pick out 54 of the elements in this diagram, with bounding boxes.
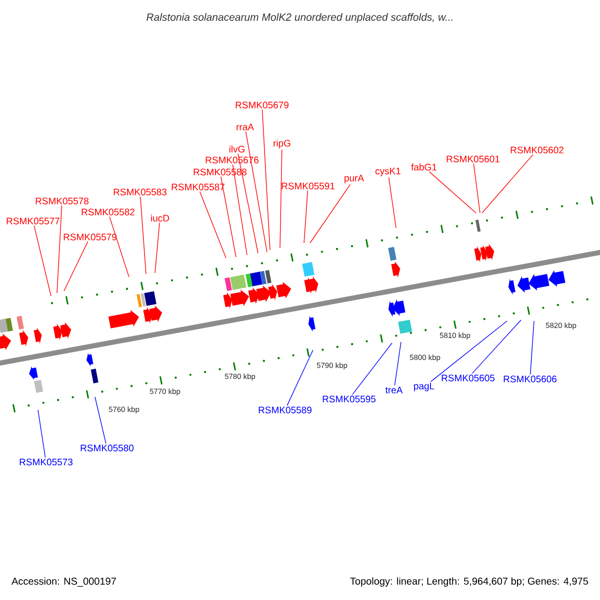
leader-line bbox=[238, 153, 258, 254]
leader-line bbox=[394, 342, 402, 386]
leader-line bbox=[64, 241, 88, 292]
leader-line bbox=[428, 171, 476, 214]
leader-line bbox=[245, 131, 268, 252]
leader-line bbox=[310, 184, 351, 244]
gene-label: RSMK05578 bbox=[36, 198, 89, 204]
leader-line bbox=[472, 320, 522, 374]
gene-label: cysK1 bbox=[375, 168, 400, 176]
leader-line bbox=[38, 410, 46, 458]
leader-line bbox=[109, 216, 130, 278]
leader-line bbox=[140, 196, 146, 274]
gene-label: RSMK05602 bbox=[510, 146, 564, 154]
gene-label: RSMK05577 bbox=[6, 218, 60, 224]
leader-line bbox=[473, 163, 480, 214]
map-title: Ralstonia solanacearum MolK2 unordered unplaced scaffolds, w... bbox=[146, 13, 452, 23]
leader-line bbox=[286, 350, 314, 406]
leader-line bbox=[482, 154, 534, 214]
footer-text: Topology: linear; Length: 5,964,607 bp; Genes: 4,975 bbox=[350, 577, 588, 587]
leader-line bbox=[388, 177, 396, 228]
leader-line bbox=[304, 190, 308, 244]
gene-label: RSMK05580 bbox=[80, 444, 134, 452]
leader-line bbox=[94, 396, 106, 444]
gene-label: RSMK05573 bbox=[20, 458, 72, 466]
gene-label: RSMK05679 bbox=[236, 102, 288, 108]
leader-line bbox=[262, 109, 270, 250]
gene-label: fabG1 bbox=[411, 164, 436, 170]
leader-line bbox=[199, 191, 226, 258]
leader-line bbox=[430, 320, 508, 382]
gene-label: pagL bbox=[414, 382, 434, 392]
gene-label: RSMK05605 bbox=[442, 374, 495, 382]
leader-line bbox=[280, 149, 282, 248]
gene-label: RSMK05601 bbox=[446, 156, 500, 162]
leader-line bbox=[530, 320, 534, 375]
gene-label: RSMK05583 bbox=[114, 188, 166, 196]
gene-label: RSMK05589 bbox=[258, 406, 312, 414]
leader-line bbox=[352, 342, 392, 395]
gene-label: RSMK05591 bbox=[282, 182, 334, 190]
gene-label: RSMK05595 bbox=[322, 396, 376, 402]
gene-label: purA bbox=[344, 174, 364, 184]
gene-label: iucD bbox=[151, 214, 170, 222]
gene-label: treA bbox=[385, 386, 403, 394]
gene-label: rraA bbox=[236, 124, 254, 130]
leader-line bbox=[154, 222, 160, 274]
gene-label: RSMK05606 bbox=[504, 376, 556, 382]
gene-label: RSMK05579 bbox=[64, 234, 116, 240]
gene-label: ripG bbox=[274, 140, 290, 148]
leader-line bbox=[220, 176, 236, 258]
gene-label: ilvG bbox=[229, 146, 244, 152]
leader-line bbox=[232, 164, 248, 256]
leader-line bbox=[56, 205, 62, 294]
footer-text: Accession: NS_000197 bbox=[12, 577, 116, 587]
gene-label: RSMK05582 bbox=[82, 208, 134, 216]
leader-line bbox=[34, 225, 52, 296]
